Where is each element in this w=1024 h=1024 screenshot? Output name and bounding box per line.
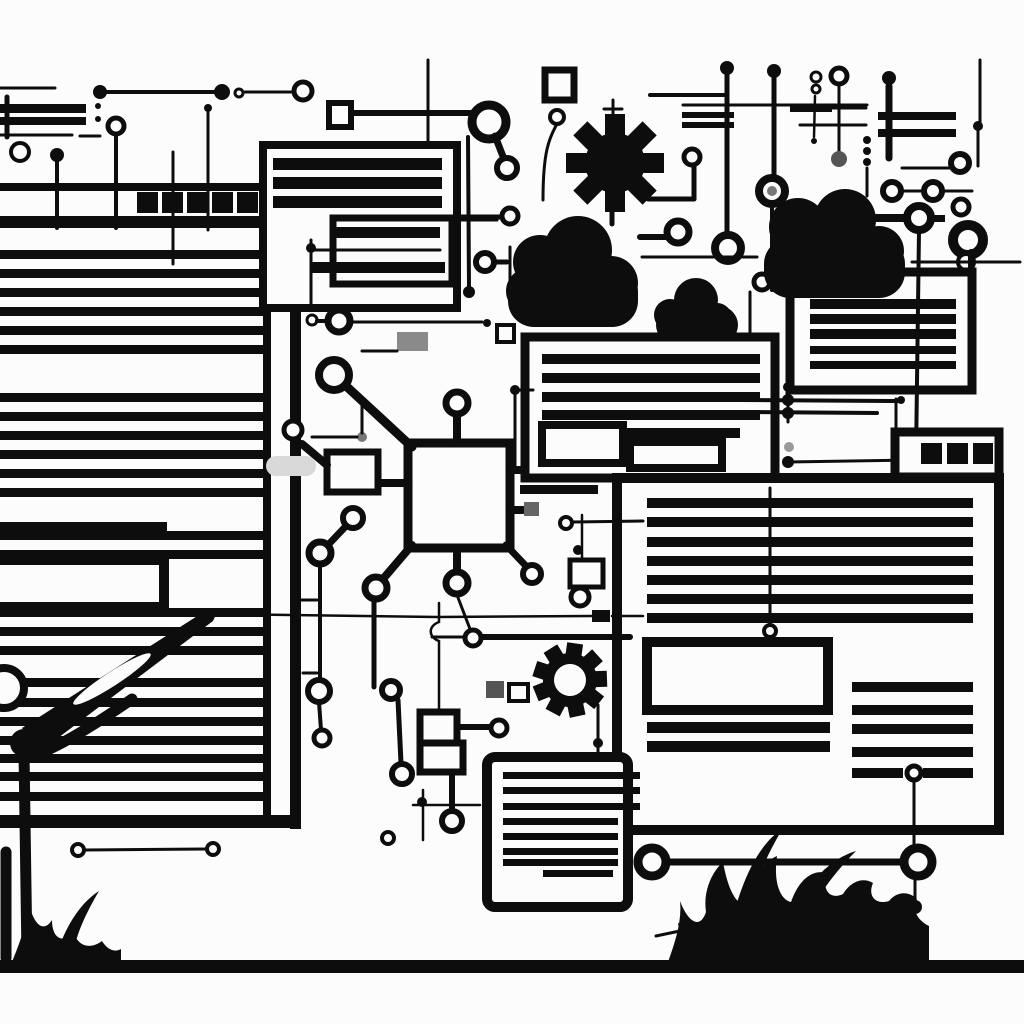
bottom-document <box>482 752 640 912</box>
gear-icon-filled <box>566 98 703 227</box>
circuit-traces-top-right <box>637 58 1022 338</box>
circuit-traces-top-middle <box>305 58 578 442</box>
stick-figure <box>0 608 219 964</box>
browser-window <box>612 229 1004 914</box>
grass-and-ground <box>0 828 1024 973</box>
left-document <box>0 145 316 829</box>
circuit-traces-top-left <box>0 79 315 266</box>
center-card-document <box>520 332 780 494</box>
gear-icon-outline-and-traces <box>218 513 645 846</box>
cloud-icons <box>506 189 905 344</box>
top-card-document <box>259 141 461 312</box>
bottom-connector-trace <box>70 841 221 858</box>
chip-icon <box>298 356 544 749</box>
